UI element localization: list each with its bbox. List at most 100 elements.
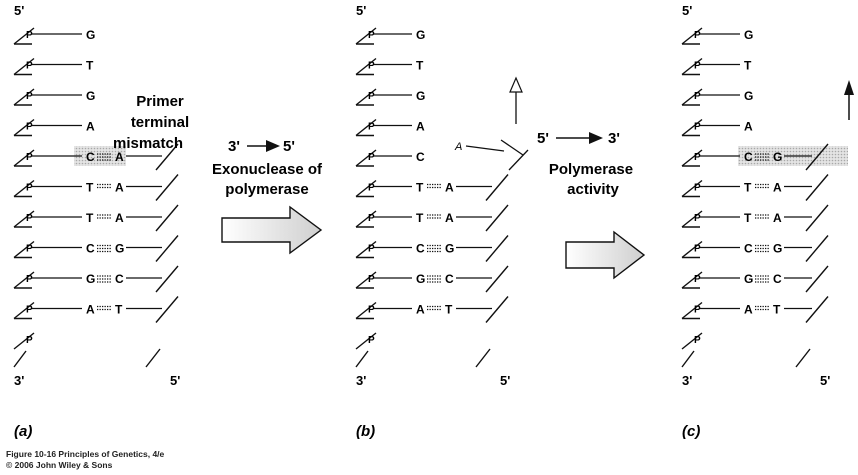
backbone-phosphate-link — [13, 240, 35, 259]
backbone-phosphate-link — [355, 210, 377, 228]
template-base: C — [86, 150, 95, 164]
panel-label: (a) — [14, 423, 32, 440]
backbone-phosphate-link — [13, 88, 35, 106]
primer-base: C — [115, 272, 124, 286]
primer-backbone-link — [805, 265, 829, 293]
primer-backbone-link — [805, 174, 829, 201]
mismatch-annotation: Primer terminal mismatch — [113, 93, 189, 152]
template-base: C — [416, 242, 425, 256]
figure-caption: Figure 10-16 Principles of Genetics, 4/e — [6, 449, 165, 459]
primer-base: C — [773, 272, 782, 286]
strand-tail — [13, 350, 27, 368]
backbone-phosphate-link — [681, 57, 703, 76]
exo-block-arrow — [221, 205, 323, 255]
template-base: G — [86, 89, 95, 103]
backbone-phosphate-link — [13, 179, 35, 198]
phosphate-label: P — [694, 274, 701, 285]
template-base: T — [86, 181, 94, 195]
template-base: G — [416, 89, 425, 103]
template-base: C — [744, 242, 753, 256]
backbone-phosphate-link — [355, 332, 377, 350]
primer-base: A — [773, 211, 782, 225]
phosphate-label: P — [368, 213, 375, 224]
primer-5prime-label: 5' — [820, 373, 830, 388]
exo-direction-to: 5' — [283, 138, 295, 155]
backbone-phosphate-link — [13, 149, 35, 167]
template-base: T — [416, 181, 424, 195]
template-base: C — [86, 242, 95, 256]
phosphate-label: P — [368, 244, 375, 255]
backbone-phosphate-link — [13, 210, 35, 228]
primer-backbone-link — [485, 296, 509, 323]
primer-base: G — [773, 242, 782, 256]
pol-direction-to: 3' — [608, 130, 620, 147]
primer-base: G — [115, 242, 124, 256]
template-base: T — [744, 181, 752, 195]
backbone-phosphate-link — [355, 271, 377, 289]
backbone-phosphate-link — [681, 27, 703, 45]
strand-5prime-label: 5' — [682, 3, 692, 18]
phosphate-label: P — [694, 122, 701, 133]
synthesis-arrowhead — [844, 80, 854, 95]
excised-stem — [465, 145, 505, 152]
primer-backbone-link — [155, 204, 179, 232]
backbone-phosphate-link — [681, 149, 703, 167]
template-base: G — [416, 28, 425, 42]
primer-base: A — [115, 181, 124, 195]
pol-direction-from: 5' — [537, 130, 549, 147]
template-base: G — [86, 28, 95, 42]
backbone-phosphate-link — [13, 118, 35, 137]
exo-direction-arrowhead — [266, 140, 280, 152]
primer-backbone-link — [805, 235, 829, 262]
primer-tail — [795, 348, 811, 368]
primer-base: T — [115, 303, 123, 317]
mismatch-line-2: terminal — [131, 114, 189, 131]
phosphate-label: P — [368, 183, 375, 194]
phosphate-label: P — [26, 244, 33, 255]
mismatch-line-1: Primer — [136, 93, 184, 110]
phosphate-label: P — [26, 183, 33, 194]
template-base: A — [86, 120, 95, 134]
backbone-phosphate-link — [355, 240, 377, 259]
backbone-phosphate-link — [355, 27, 377, 45]
backbone-phosphate-link — [355, 179, 377, 198]
backbone-phosphate-link — [681, 118, 703, 137]
template-base: A — [416, 120, 425, 134]
primer-backbone-link — [155, 174, 179, 201]
phosphate-label: P — [26, 61, 33, 72]
template-base: T — [416, 211, 424, 225]
phosphate-label: P — [26, 152, 33, 163]
backbone-phosphate-link — [355, 88, 377, 106]
backbone-phosphate-link — [681, 88, 703, 106]
template-base: T — [86, 59, 94, 73]
template-base: G — [416, 272, 425, 286]
primer-backbone-link — [805, 296, 829, 323]
phosphate-label: P — [26, 274, 33, 285]
phosphate-label: P — [26, 335, 33, 346]
backbone-phosphate-link — [355, 57, 377, 76]
primer-base: T — [773, 303, 781, 317]
panel-label: (c) — [682, 423, 700, 440]
phosphate-label: P — [694, 305, 701, 316]
phosphate-label: P — [368, 152, 375, 163]
phosphate-label: P — [694, 30, 701, 41]
phosphate-label: P — [26, 122, 33, 133]
phosphate-label: P — [694, 91, 701, 102]
backbone-phosphate-link — [355, 149, 377, 167]
primer-base: A — [445, 211, 454, 225]
backbone-phosphate-link — [681, 240, 703, 259]
primer-5prime-label: 5' — [500, 373, 510, 388]
mismatch-line-3: mismatch — [113, 135, 183, 152]
template-base: G — [744, 28, 753, 42]
primer-backbone-link — [485, 174, 509, 201]
strand-5prime-label: 5' — [14, 3, 24, 18]
primer-backbone-link — [155, 235, 179, 262]
template-base: C — [416, 150, 425, 164]
strand-5prime-label: 5' — [356, 3, 366, 18]
backbone-phosphate-link — [355, 301, 377, 320]
primer-backbone-link — [155, 296, 179, 323]
